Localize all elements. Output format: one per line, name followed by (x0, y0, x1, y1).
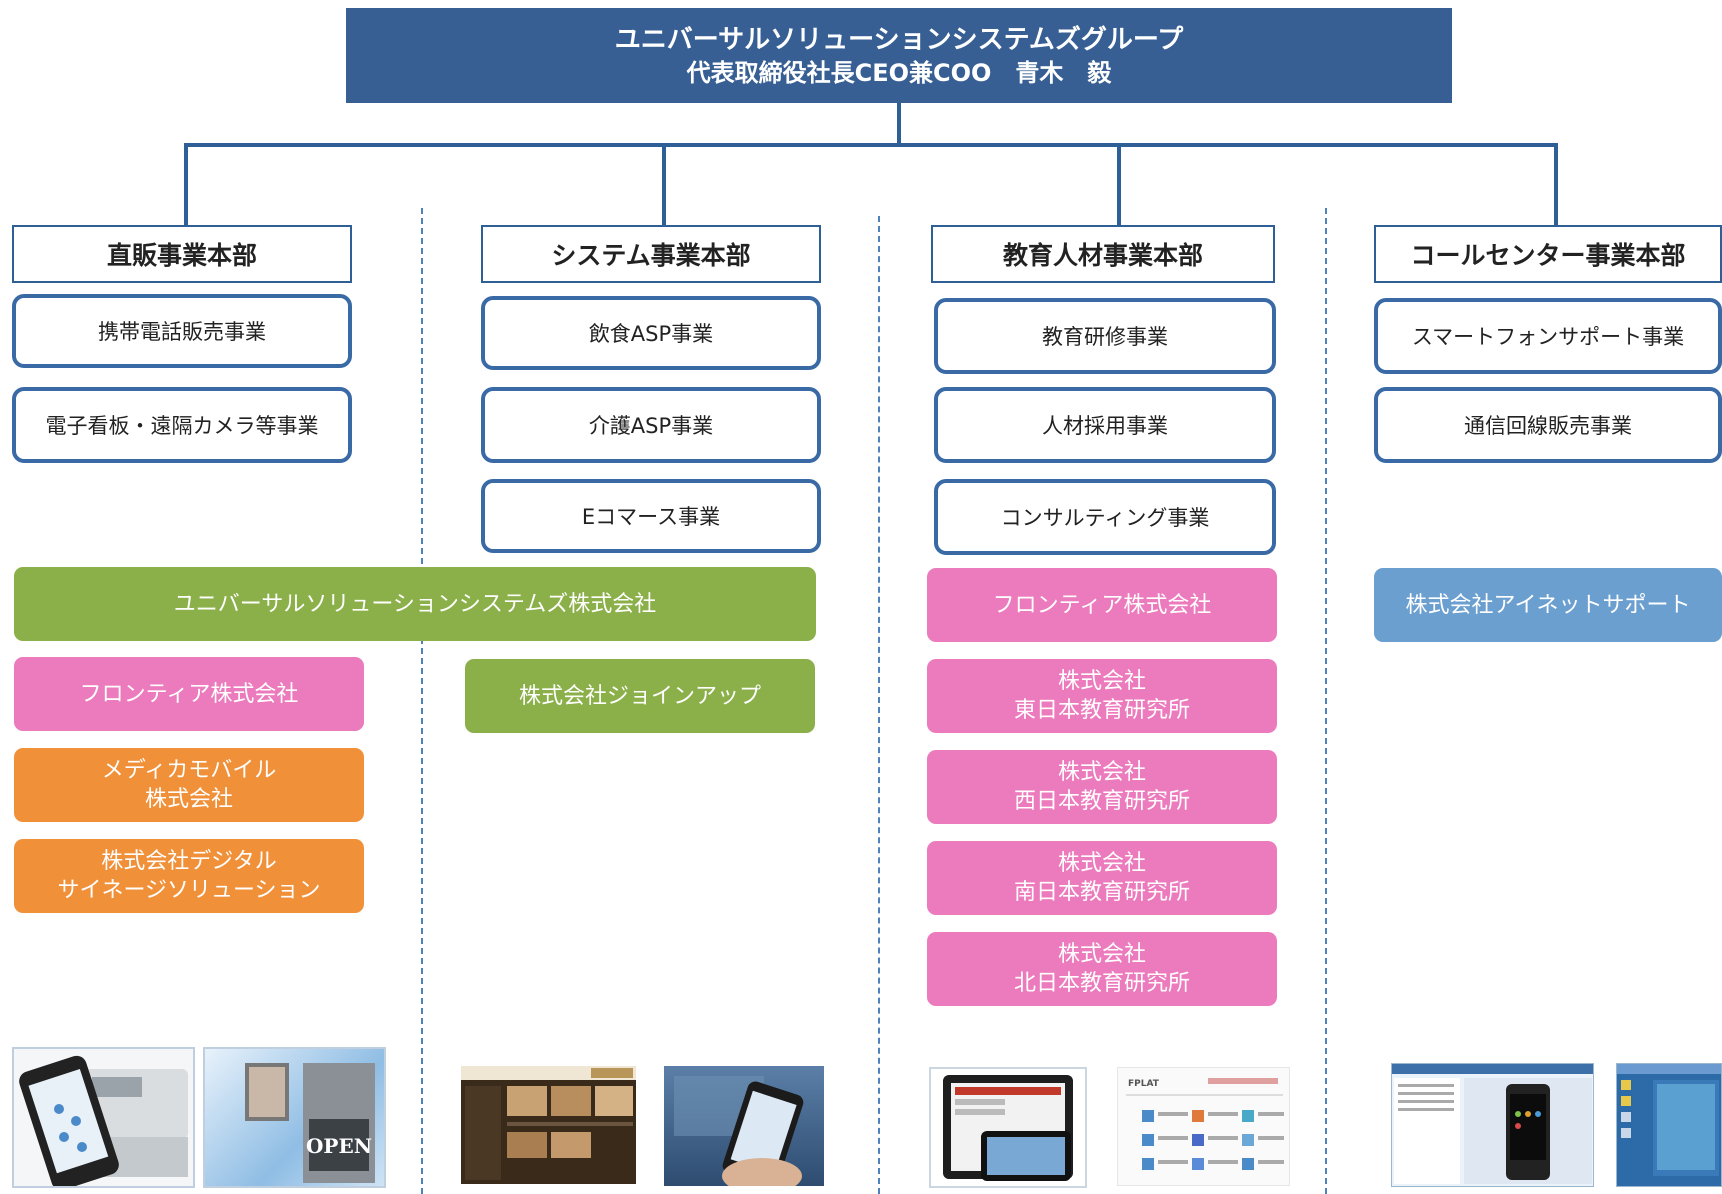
company-inet-support: 株式会社アイネットサポート (1374, 568, 1722, 642)
company-digital-line2: サイネージソリューション (57, 878, 321, 903)
company-north-line1: 株式会社 (1057, 942, 1146, 967)
thumb-phone-printer-image (12, 1047, 195, 1188)
company-east-line1: 株式会社 (1057, 669, 1146, 694)
company-uss-label: ユニバーサルソリューションシステムズ株式会社 (173, 591, 657, 617)
company-medica-line2: 株式会社 (144, 787, 233, 812)
thumb-hand-phone-image (664, 1066, 824, 1186)
dept-system: システム事業本部 (481, 225, 821, 283)
connector-dept-4 (1554, 143, 1558, 225)
business-care-asp: 介護ASP事業 (481, 387, 821, 463)
business-line-sales: 通信回線販売事業 (1374, 387, 1722, 463)
group-title: ユニバーサルソリューションシステムズグループ (614, 24, 1184, 55)
column-divider-1 (421, 208, 423, 1194)
company-inet-label: 株式会社アイネットサポート (1405, 592, 1691, 618)
thumb-platform-web-image: FPLAT (1117, 1067, 1290, 1186)
thumb-signage-image: OPEN (203, 1047, 386, 1188)
column-divider-3 (1325, 208, 1327, 1194)
dept-call-center: コールセンター事業本部 (1374, 225, 1722, 283)
company-west-line2: 西日本教育研究所 (1013, 789, 1190, 814)
company-joinup: 株式会社ジョインアップ (465, 659, 815, 733)
company-medica-mobile: メディカモバイル 株式会社 (14, 748, 364, 822)
company-north-japan: 株式会社 北日本教育研究所 (927, 932, 1277, 1006)
company-east-line2: 東日本教育研究所 (1013, 698, 1190, 723)
connector-dept-1 (184, 143, 188, 225)
company-frontier-left: フロンティア株式会社 (14, 657, 364, 731)
platform-logo-text: FPLAT (1128, 1079, 1160, 1089)
connector-horizontal (184, 143, 1558, 147)
thumb-food-menu-image (461, 1066, 636, 1184)
thumb-tablet-image (929, 1067, 1087, 1188)
company-digital-signage: 株式会社デジタル サイネージソリューション (14, 839, 364, 913)
company-frontier-left-label: フロンティア株式会社 (79, 681, 299, 707)
company-medica-line1: メディカモバイル (101, 758, 277, 783)
business-food-asp: 飲食ASP事業 (481, 296, 821, 370)
dept-direct-sales: 直販事業本部 (12, 225, 352, 283)
company-uss: ユニバーサルソリューションシステムズ株式会社 (14, 567, 816, 641)
business-smartphone-support: スマートフォンサポート事業 (1374, 298, 1722, 374)
business-training: 教育研修事業 (934, 298, 1276, 374)
business-ecommerce: Eコマース事業 (481, 479, 821, 553)
company-south-line2: 南日本教育研究所 (1013, 880, 1190, 905)
company-digital-line1: 株式会社デジタル (101, 849, 277, 874)
business-recruiting: 人材採用事業 (934, 387, 1276, 463)
column-divider-2 (878, 216, 880, 1194)
company-west-japan: 株式会社 西日本教育研究所 (927, 750, 1277, 824)
thumb-remote-support-image-1 (1391, 1063, 1594, 1187)
company-north-line2: 北日本教育研究所 (1013, 971, 1190, 996)
company-east-japan: 株式会社 東日本教育研究所 (927, 659, 1277, 733)
business-consulting: コンサルティング事業 (934, 479, 1276, 555)
company-south-japan: 株式会社 南日本教育研究所 (927, 841, 1277, 915)
business-mobile-sales: 携帯電話販売事業 (12, 294, 352, 368)
company-joinup-label: 株式会社ジョインアップ (518, 683, 761, 709)
connector-vertical-main (897, 103, 901, 145)
company-frontier-right-label: フロンティア株式会社 (992, 592, 1212, 618)
connector-dept-2 (662, 143, 666, 225)
signage-open-text: OPEN (306, 1134, 372, 1158)
group-header: ユニバーサルソリューションシステムズグループ 代表取締役社長CEO兼COO 青木… (346, 8, 1452, 103)
dept-education-hr: 教育人材事業本部 (931, 225, 1275, 283)
company-south-line1: 株式会社 (1057, 851, 1146, 876)
group-ceo: 代表取締役社長CEO兼COO 青木 毅 (686, 58, 1112, 87)
connector-dept-3 (1117, 143, 1121, 225)
thumb-remote-support-image-2 (1616, 1063, 1722, 1187)
company-frontier-right: フロンティア株式会社 (927, 568, 1277, 642)
company-west-line1: 株式会社 (1057, 760, 1146, 785)
business-signage-camera: 電子看板・遠隔カメラ等事業 (12, 387, 352, 463)
